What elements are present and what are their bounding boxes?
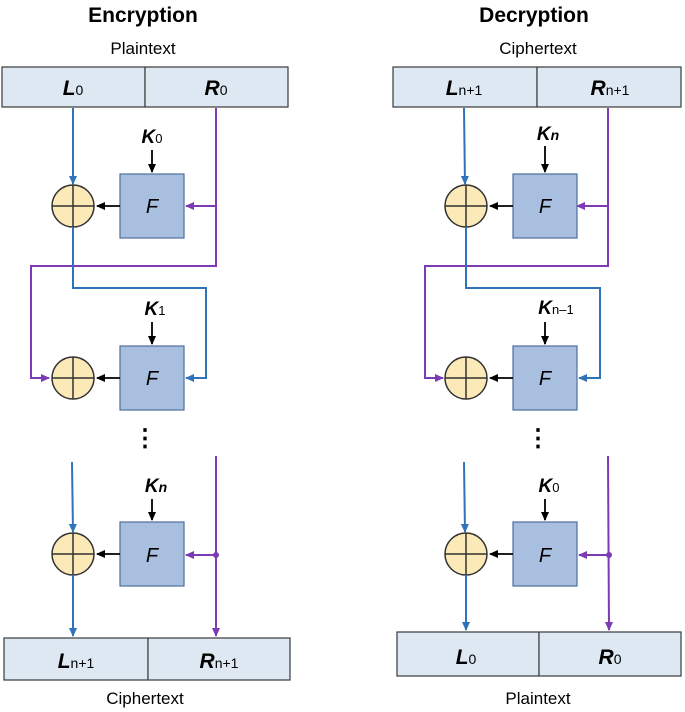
enc-top-right-label: R0 (205, 77, 228, 100)
enc-cross-purple (30, 206, 217, 382)
dec-xor-1 (444, 184, 488, 228)
dec-right-path-n (604, 455, 613, 631)
dec-cross-purple (424, 206, 609, 382)
enc-junction-dot (213, 552, 219, 558)
enc-bottom-left-label: Ln+1 (58, 650, 95, 673)
dec-right-to-f-1 (576, 108, 609, 210)
decryption-title: Decryption (479, 4, 589, 27)
dec-left-path-1 (460, 107, 469, 185)
encryption-input-label: Plaintext (110, 39, 175, 58)
dec-left-path-n (460, 461, 469, 533)
dec-ellipsis: ⋮ (526, 425, 550, 452)
encryption-title: Encryption (88, 4, 198, 27)
enc-key-3: Kn (145, 476, 167, 497)
decryption-panel: Decryption Ciphertext Ln+1 Rn+1 Kn F Kn–… (392, 4, 682, 708)
dec-junction-dot (606, 552, 612, 558)
dec-top-left-label: Ln+1 (446, 77, 483, 100)
enc-top-left-cell (1, 66, 146, 108)
enc-f-box-1 (119, 173, 185, 239)
enc-ellipsis: ⋮ (133, 425, 157, 452)
dec-cross-blue (465, 227, 601, 382)
enc-xor-1 (51, 184, 95, 228)
enc-f-label-2: F (146, 368, 160, 390)
enc-right-to-f-1 (185, 108, 217, 210)
dec-key-2: Kn–1 (538, 298, 573, 319)
enc-f-label-1: F (146, 196, 160, 218)
enc-bottom-right-cell (147, 637, 291, 681)
dec-top-right-cell (536, 66, 682, 108)
dec-f-box-2 (512, 345, 578, 411)
enc-top-right-cell (144, 66, 289, 108)
enc-f-box-3 (119, 521, 185, 587)
dec-key-1: Kn (537, 124, 559, 145)
dec-bottom-left-cell (396, 631, 540, 677)
dec-xor-2 (444, 356, 488, 400)
dec-f-label-2: F (539, 368, 553, 390)
dec-bottom-right-label: R0 (599, 646, 622, 669)
decryption-input-label: Ciphertext (499, 39, 577, 58)
enc-key-2: K1 (145, 299, 166, 320)
encryption-output-label: Ciphertext (106, 689, 184, 708)
dec-f-label-3: F (539, 545, 553, 567)
enc-xor-3 (51, 532, 95, 576)
dec-f-box-3 (512, 521, 578, 587)
dec-bottom-right-cell (538, 631, 682, 677)
dec-f-label-1: F (539, 196, 553, 218)
decryption-output-label: Plaintext (505, 689, 570, 708)
enc-f-label-3: F (146, 545, 160, 567)
enc-key-1: K0 (142, 127, 163, 148)
dec-xor-3 (444, 532, 488, 576)
enc-bottom-right-label: Rn+1 (200, 650, 239, 673)
enc-top-left-label: L0 (63, 77, 84, 100)
dec-key-3: K0 (539, 476, 560, 497)
encryption-panel: Encryption Plaintext L0 R0 K0 F K1 F (1, 4, 291, 708)
dec-top-right-label: Rn+1 (591, 77, 630, 100)
enc-cross-blue (72, 227, 207, 382)
enc-f-box-2 (119, 345, 185, 411)
dec-top-left-cell (392, 66, 538, 108)
enc-xor-2 (51, 356, 95, 400)
enc-left-path-n (68, 461, 77, 533)
dec-bottom-left-label: L0 (456, 646, 477, 669)
